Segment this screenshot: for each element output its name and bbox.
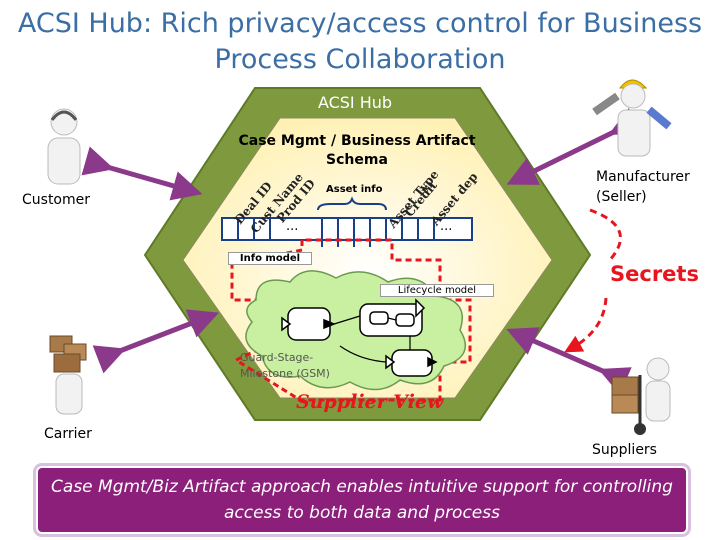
gsm-stage-2 (359, 298, 426, 337)
gsm-connectors (333, 315, 411, 363)
info-model-label: Info model (228, 252, 312, 265)
manufacturer-arrow (506, 107, 643, 185)
summary-banner-text: Case Mgmt/Biz Artifact approach enables … (51, 477, 673, 523)
customer-figure-icon (47, 108, 81, 185)
hub-label: ACSI Hub (317, 93, 393, 112)
customer-label: Customer (22, 192, 91, 208)
supplier-view-region (230, 238, 472, 402)
secrets-arrow (572, 208, 622, 348)
manufacturer-label: Manufacturer (Seller) (596, 169, 690, 205)
suppliers-arrow (506, 327, 632, 395)
secrets-label: Secrets (610, 262, 699, 286)
ellipsis-left: ... (286, 219, 299, 234)
asset-info-brace (317, 196, 387, 211)
gsm-stage-1 (281, 307, 337, 341)
customer-arrow (81, 146, 203, 201)
suppliers-label: Suppliers (592, 442, 657, 458)
asset-info-label: Asset info (326, 184, 383, 195)
ellipsis-right: ... (440, 219, 453, 234)
lifecycle-model-label: Lifecycle model (380, 284, 494, 297)
gsm-stage-3 (385, 349, 438, 377)
summary-banner: Case Mgmt/Biz Artifact approach enables … (36, 466, 688, 534)
carrier-figure-icon (49, 335, 87, 415)
manufacturer-figure-icon (592, 79, 672, 157)
carrier-arrow (92, 309, 219, 374)
gsm-label: Guard-Stage-Milestone (GSM) (240, 351, 330, 380)
slide-title: ACSI Hub: Rich privacy/access control fo… (17, 8, 703, 75)
schema-title: Case Mgmt / Business Artifact Schema (238, 133, 476, 168)
carrier-label: Carrier (44, 426, 92, 442)
suppliers-figure-icon (611, 357, 671, 435)
supplier-view-label: Supplier View (296, 391, 444, 413)
